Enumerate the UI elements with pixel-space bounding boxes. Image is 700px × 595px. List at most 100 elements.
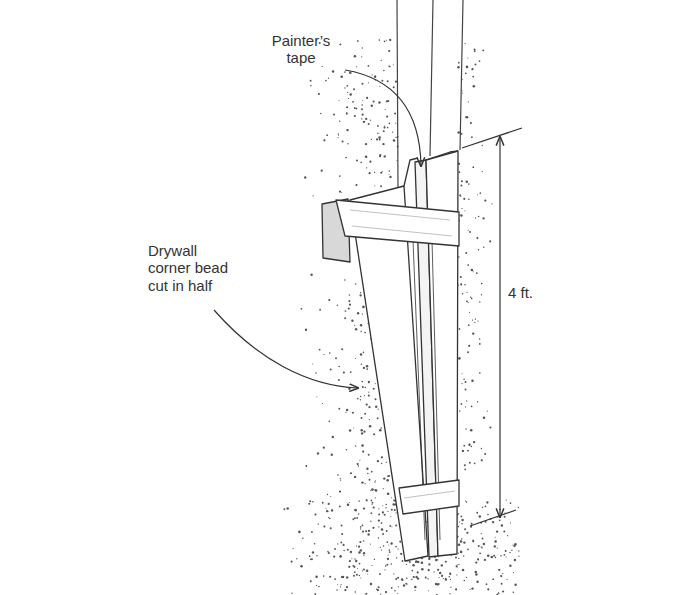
stipple-dot [499, 520, 501, 522]
stipple-dot [482, 171, 483, 172]
stipple-dot [362, 531, 364, 533]
stipple-dot [401, 578, 403, 580]
stipple-dot [389, 549, 391, 551]
leader-lines [214, 70, 421, 388]
stipple-dot [366, 167, 367, 168]
stipple-dot [400, 541, 401, 542]
stipple-dot [375, 406, 377, 408]
stipple-dot [518, 556, 519, 557]
stipple-dot [350, 551, 352, 553]
stipple-dot [395, 122, 396, 123]
stipple-dot [366, 403, 368, 405]
stipple-dot [428, 569, 430, 571]
stipple-dot [369, 161, 371, 163]
stipple-dot [445, 561, 447, 563]
stipple-dot [462, 569, 464, 571]
stipple-dot [347, 504, 350, 507]
stipple-dot [365, 118, 367, 120]
stipple-dot [291, 561, 293, 563]
stipple-dot [470, 446, 472, 448]
stipple-dot [338, 366, 340, 368]
stipple-dot [375, 480, 376, 481]
stipple-dot [334, 548, 336, 550]
stipple-dot [394, 590, 396, 592]
stipple-dot [373, 388, 375, 390]
stipple-dot [327, 494, 328, 495]
stipple-dot [468, 230, 469, 231]
stipple-dot [478, 249, 480, 251]
stipple-dot [450, 587, 451, 588]
stipple-dot [481, 547, 483, 549]
stipple-dot [344, 317, 346, 319]
stipple-dot [364, 332, 366, 334]
stipple-dot [506, 579, 507, 580]
stipple-dot [360, 331, 361, 332]
stipple-dot [466, 292, 467, 293]
stipple-dot [349, 502, 350, 503]
stipple-dot [465, 43, 466, 44]
stipple-dot [349, 560, 351, 562]
stipple-dot [458, 513, 459, 514]
stipple-dot [363, 508, 365, 510]
stipple-dot [322, 66, 323, 67]
stipple-dot [339, 175, 341, 177]
stipple-dot [368, 82, 369, 83]
stipple-dot [498, 569, 500, 571]
stipple-dot [358, 465, 360, 467]
stipple-dot [353, 427, 354, 428]
stipple-dot [472, 540, 474, 542]
stipple-dot [365, 143, 367, 145]
stipple-dot [345, 412, 346, 413]
stipple-dot [502, 590, 504, 592]
stipple-dot [330, 369, 332, 371]
stipple-dot [326, 508, 327, 509]
stipple-dot [406, 577, 408, 579]
stipple-dot [337, 137, 338, 138]
stipple-dot [502, 573, 503, 574]
stipple-dot [412, 564, 414, 566]
stipple-dot [323, 447, 325, 449]
stipple-dot [477, 401, 478, 402]
stipple-dot [362, 47, 363, 48]
stipple-dot [501, 583, 503, 585]
stipple-dot [428, 558, 430, 560]
stipple-dot [337, 304, 339, 306]
stipple-dot [467, 450, 469, 452]
stipple-dot [385, 109, 386, 110]
stipple-dot [389, 525, 391, 527]
stipple-dot [387, 493, 389, 495]
stipple-dot [362, 114, 364, 116]
stipple-dot [312, 501, 314, 503]
stipple-dot [361, 56, 362, 57]
stipple-dot [467, 57, 468, 58]
stipple-dot [314, 543, 316, 545]
stipple-dot [378, 519, 380, 521]
stipple-dot [481, 448, 482, 449]
stipple-dot [386, 479, 388, 481]
stipple-dot [458, 357, 461, 360]
stipple-dot [413, 576, 415, 578]
stipple-dot [462, 569, 464, 571]
stipple-dot [381, 549, 382, 550]
stipple-dot [471, 587, 473, 589]
stipple-dot [346, 586, 348, 588]
stipple-dot [462, 373, 463, 374]
stipple-dot [456, 574, 457, 575]
stipple-dot [383, 70, 385, 72]
stipple-dot [483, 247, 485, 249]
stipple-dot [461, 538, 463, 540]
wall-edge [460, 0, 463, 150]
stipple-dot [360, 399, 361, 400]
stipple-dot [371, 139, 372, 140]
stipple-dot [483, 416, 486, 419]
stipple-dot [379, 86, 380, 87]
stipple-dot [475, 64, 477, 66]
stipple-dot [378, 409, 379, 410]
stipple-dot [309, 555, 311, 557]
stipple-dot [302, 537, 304, 539]
stipple-dot [476, 237, 478, 239]
stipple-dot [449, 576, 451, 578]
stipple-dot [417, 571, 419, 573]
stipple-dot [348, 308, 350, 310]
stipple-dot [354, 571, 356, 573]
